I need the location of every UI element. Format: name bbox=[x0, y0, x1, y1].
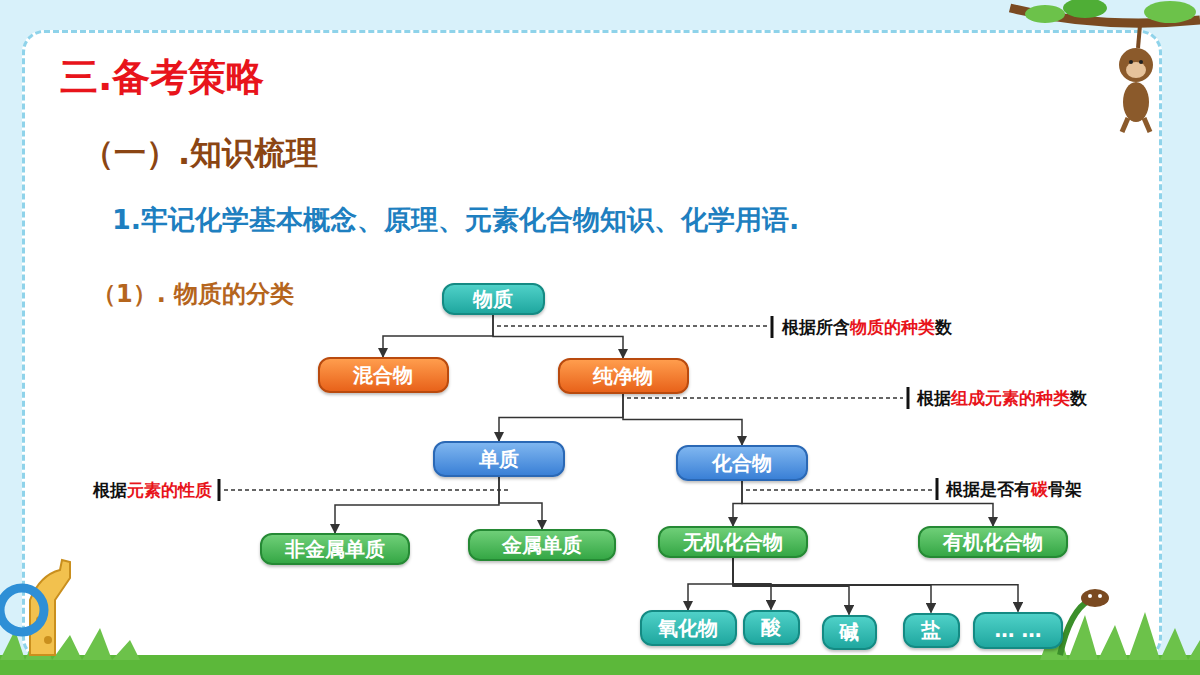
criterion-text: 根据 bbox=[917, 387, 951, 410]
node-label: 酸 bbox=[761, 614, 781, 641]
subclass-node: 有机化合物 bbox=[918, 526, 1068, 558]
type-node: 碱 bbox=[822, 615, 877, 650]
subclass-node: 无机化合物 bbox=[658, 526, 808, 558]
node-label: 化合物 bbox=[712, 450, 772, 477]
type-node: 氧化物 bbox=[640, 610, 737, 646]
node-label: 物质 bbox=[473, 286, 513, 313]
class-node: 化合物 bbox=[676, 445, 808, 481]
subclass-node: 非金属单质 bbox=[260, 533, 410, 565]
slide-title: 三.备考策略 bbox=[60, 52, 264, 103]
criterion-text: 根据 bbox=[93, 479, 127, 502]
node-label: 金属单质 bbox=[502, 532, 582, 559]
node-label: 氧化物 bbox=[658, 615, 718, 642]
tree-connector bbox=[688, 558, 733, 610]
criterion-text: 数 bbox=[935, 316, 952, 339]
node-label: … … bbox=[995, 618, 1042, 642]
criterion-text: 组成元素的种类 bbox=[951, 387, 1070, 410]
criterion-label: 根据所含物质的种类数 bbox=[780, 316, 954, 339]
tree-connector bbox=[733, 481, 742, 526]
criterion-text: 物质的种类 bbox=[850, 316, 935, 339]
section-heading: （一）.知识梳理 bbox=[82, 132, 318, 176]
criterion-text: 元素的性质 bbox=[127, 479, 212, 502]
tree-connector bbox=[383, 315, 493, 357]
criterion-text: 数 bbox=[1070, 387, 1087, 410]
type-node: 盐 bbox=[903, 613, 960, 648]
tree-connector bbox=[733, 558, 849, 615]
subclass-node: 金属单质 bbox=[468, 529, 616, 561]
criterion-text: 根据所含 bbox=[782, 316, 850, 339]
category-node: 混合物 bbox=[318, 357, 449, 393]
tree-connector bbox=[733, 558, 771, 610]
node-label: 有机化合物 bbox=[943, 529, 1043, 556]
criterion-label: 根据组成元素的种类数 bbox=[915, 387, 1089, 410]
class-node: 单质 bbox=[433, 441, 565, 477]
category-node: 纯净物 bbox=[558, 358, 689, 394]
tree-connector bbox=[499, 394, 623, 441]
node-label: 纯净物 bbox=[593, 363, 653, 390]
criterion-text: 碳 bbox=[1031, 478, 1048, 501]
type-node: … … bbox=[973, 612, 1063, 649]
root-node: 物质 bbox=[442, 283, 545, 315]
criterion-label: 根据元素的性质 bbox=[91, 479, 214, 502]
criterion-text: 骨架 bbox=[1048, 478, 1082, 501]
node-label: 单质 bbox=[479, 446, 519, 473]
tree-connector bbox=[733, 558, 1018, 612]
type-node: 酸 bbox=[743, 610, 800, 645]
node-label: 盐 bbox=[921, 617, 941, 644]
criterion-text: 根据是否有 bbox=[946, 478, 1031, 501]
topic-heading: （1）. 物质的分类 bbox=[92, 278, 294, 310]
page-frame bbox=[22, 30, 1162, 660]
node-label: 碱 bbox=[839, 619, 859, 646]
tree-connector bbox=[499, 477, 542, 529]
node-label: 非金属单质 bbox=[285, 536, 385, 563]
node-label: 混合物 bbox=[353, 362, 413, 389]
tree-connector bbox=[335, 477, 499, 533]
tree-connector bbox=[623, 394, 742, 445]
criterion-label: 根据是否有碳骨架 bbox=[944, 478, 1084, 501]
subsection-heading: 1.牢记化学基本概念、原理、元素化合物知识、化学用语. bbox=[112, 202, 799, 238]
tree-connector bbox=[493, 315, 623, 358]
node-label: 无机化合物 bbox=[683, 529, 783, 556]
